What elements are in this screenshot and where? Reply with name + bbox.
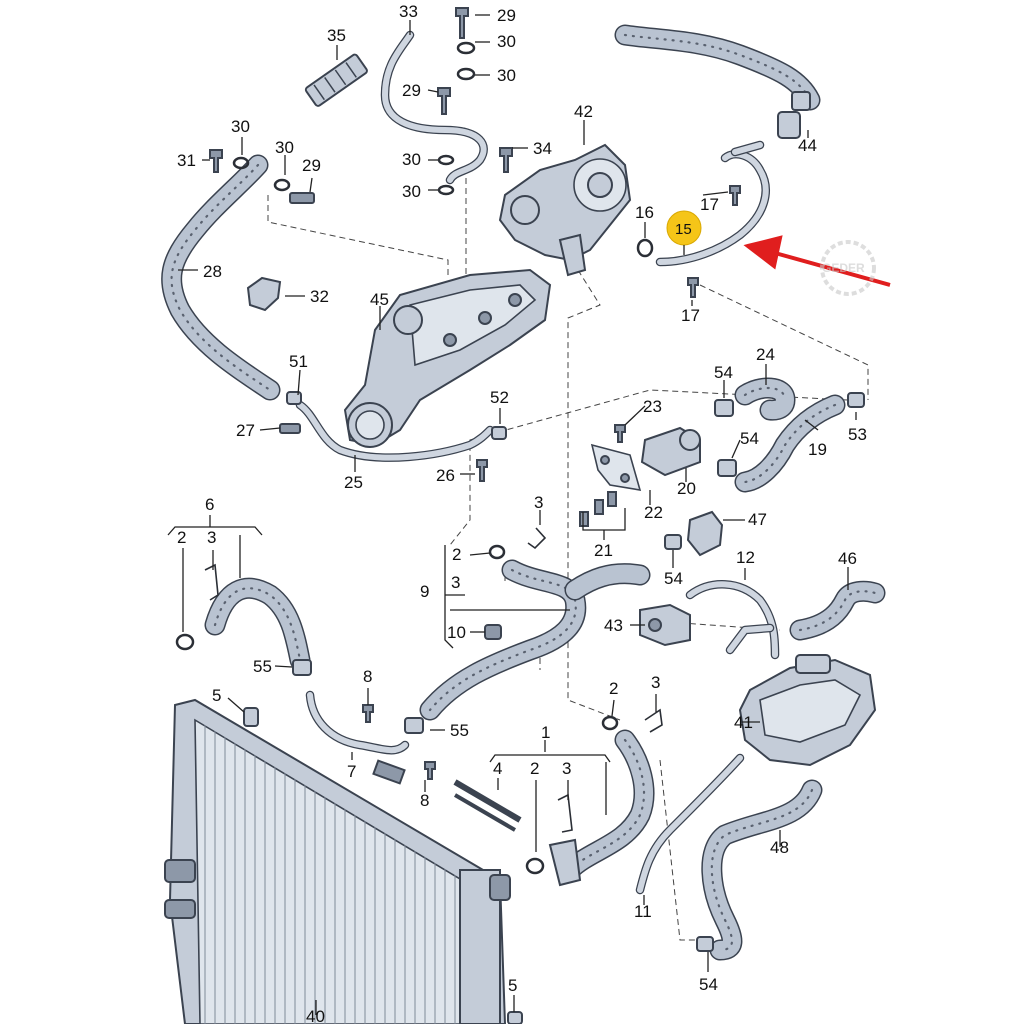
label-42: 42: [574, 102, 593, 121]
watermark-logo: GEDER: [820, 240, 876, 296]
label-27: 27: [236, 421, 255, 440]
label-55: 55: [450, 721, 469, 740]
label-52: 52: [490, 388, 509, 407]
label-29: 29: [402, 81, 421, 100]
label-54: 54: [740, 429, 759, 448]
label-45: 45: [370, 290, 389, 309]
label-30: 30: [497, 32, 516, 51]
label-6: 6: [205, 495, 214, 514]
label-8: 8: [363, 667, 372, 686]
label-8: 8: [420, 791, 429, 810]
radiator: [164, 698, 511, 1024]
label-30: 30: [402, 150, 421, 169]
label-30: 30: [275, 138, 294, 157]
watermark-text: GEDER: [822, 261, 865, 275]
label-44: 44: [798, 136, 817, 155]
label-29: 29: [302, 156, 321, 175]
label-32: 32: [310, 287, 329, 306]
label-51: 51: [289, 352, 308, 371]
label-30: 30: [231, 117, 250, 136]
label-1: 1: [541, 723, 550, 742]
label-3: 3: [451, 573, 460, 592]
label-40: 40: [306, 1007, 325, 1024]
label-54: 54: [664, 569, 683, 588]
label-53: 53: [848, 425, 867, 444]
label-4: 4: [493, 759, 502, 778]
label-23: 23: [643, 397, 662, 416]
pipes: [295, 30, 780, 895]
label-25: 25: [344, 473, 363, 492]
label-30: 30: [402, 182, 421, 201]
label-3: 3: [651, 673, 660, 692]
label-54: 54: [699, 975, 718, 994]
label-16: 16: [635, 203, 654, 222]
label-7: 7: [347, 762, 356, 781]
label-3: 3: [562, 759, 571, 778]
label-2: 2: [609, 679, 618, 698]
label-35: 35: [327, 26, 346, 45]
label-15: 15: [675, 221, 692, 238]
part-number-labels: 35 33 29 30 30 29 34 30 30 42 44 30 30 3…: [177, 2, 867, 1024]
label-54: 54: [714, 363, 733, 382]
label-20: 20: [677, 479, 696, 498]
label-3: 3: [207, 528, 216, 547]
hoses: [161, 24, 886, 961]
label-3: 3: [534, 493, 543, 512]
label-9: 9: [420, 582, 429, 601]
label-34: 34: [533, 139, 552, 158]
label-24: 24: [756, 345, 775, 364]
highlight-marker-15: [666, 210, 702, 255]
label-55: 55: [253, 657, 272, 676]
label-5: 5: [212, 686, 221, 705]
label-30: 30: [497, 66, 516, 85]
label-31: 31: [177, 151, 196, 170]
label-21: 21: [594, 541, 613, 560]
components: [175, 7, 877, 1024]
label-17: 17: [700, 195, 719, 214]
bolts: [209, 7, 741, 780]
o-rings: [175, 41, 654, 875]
label-43: 43: [604, 616, 623, 635]
label-17: 17: [681, 306, 700, 325]
label-48: 48: [770, 838, 789, 857]
leader-lines: [167, 14, 857, 1015]
label-2: 2: [177, 528, 186, 547]
label-47: 47: [748, 510, 767, 529]
label-46: 46: [838, 549, 857, 568]
label-5: 5: [508, 976, 517, 995]
label-41: 41: [734, 713, 753, 732]
label-10: 10: [447, 623, 466, 642]
label-11: 11: [634, 902, 652, 921]
label-28: 28: [203, 262, 222, 281]
label-19: 19: [808, 440, 827, 459]
label-2: 2: [530, 759, 539, 778]
radiator-fins: [204, 725, 456, 1024]
red-arrow: [743, 235, 891, 287]
spring-clips: [204, 527, 663, 833]
label-33: 33: [399, 2, 418, 21]
label-12: 12: [736, 548, 755, 567]
label-29: 29: [497, 6, 516, 25]
label-26: 26: [436, 466, 455, 485]
label-22: 22: [644, 503, 663, 522]
label-2: 2: [452, 545, 461, 564]
